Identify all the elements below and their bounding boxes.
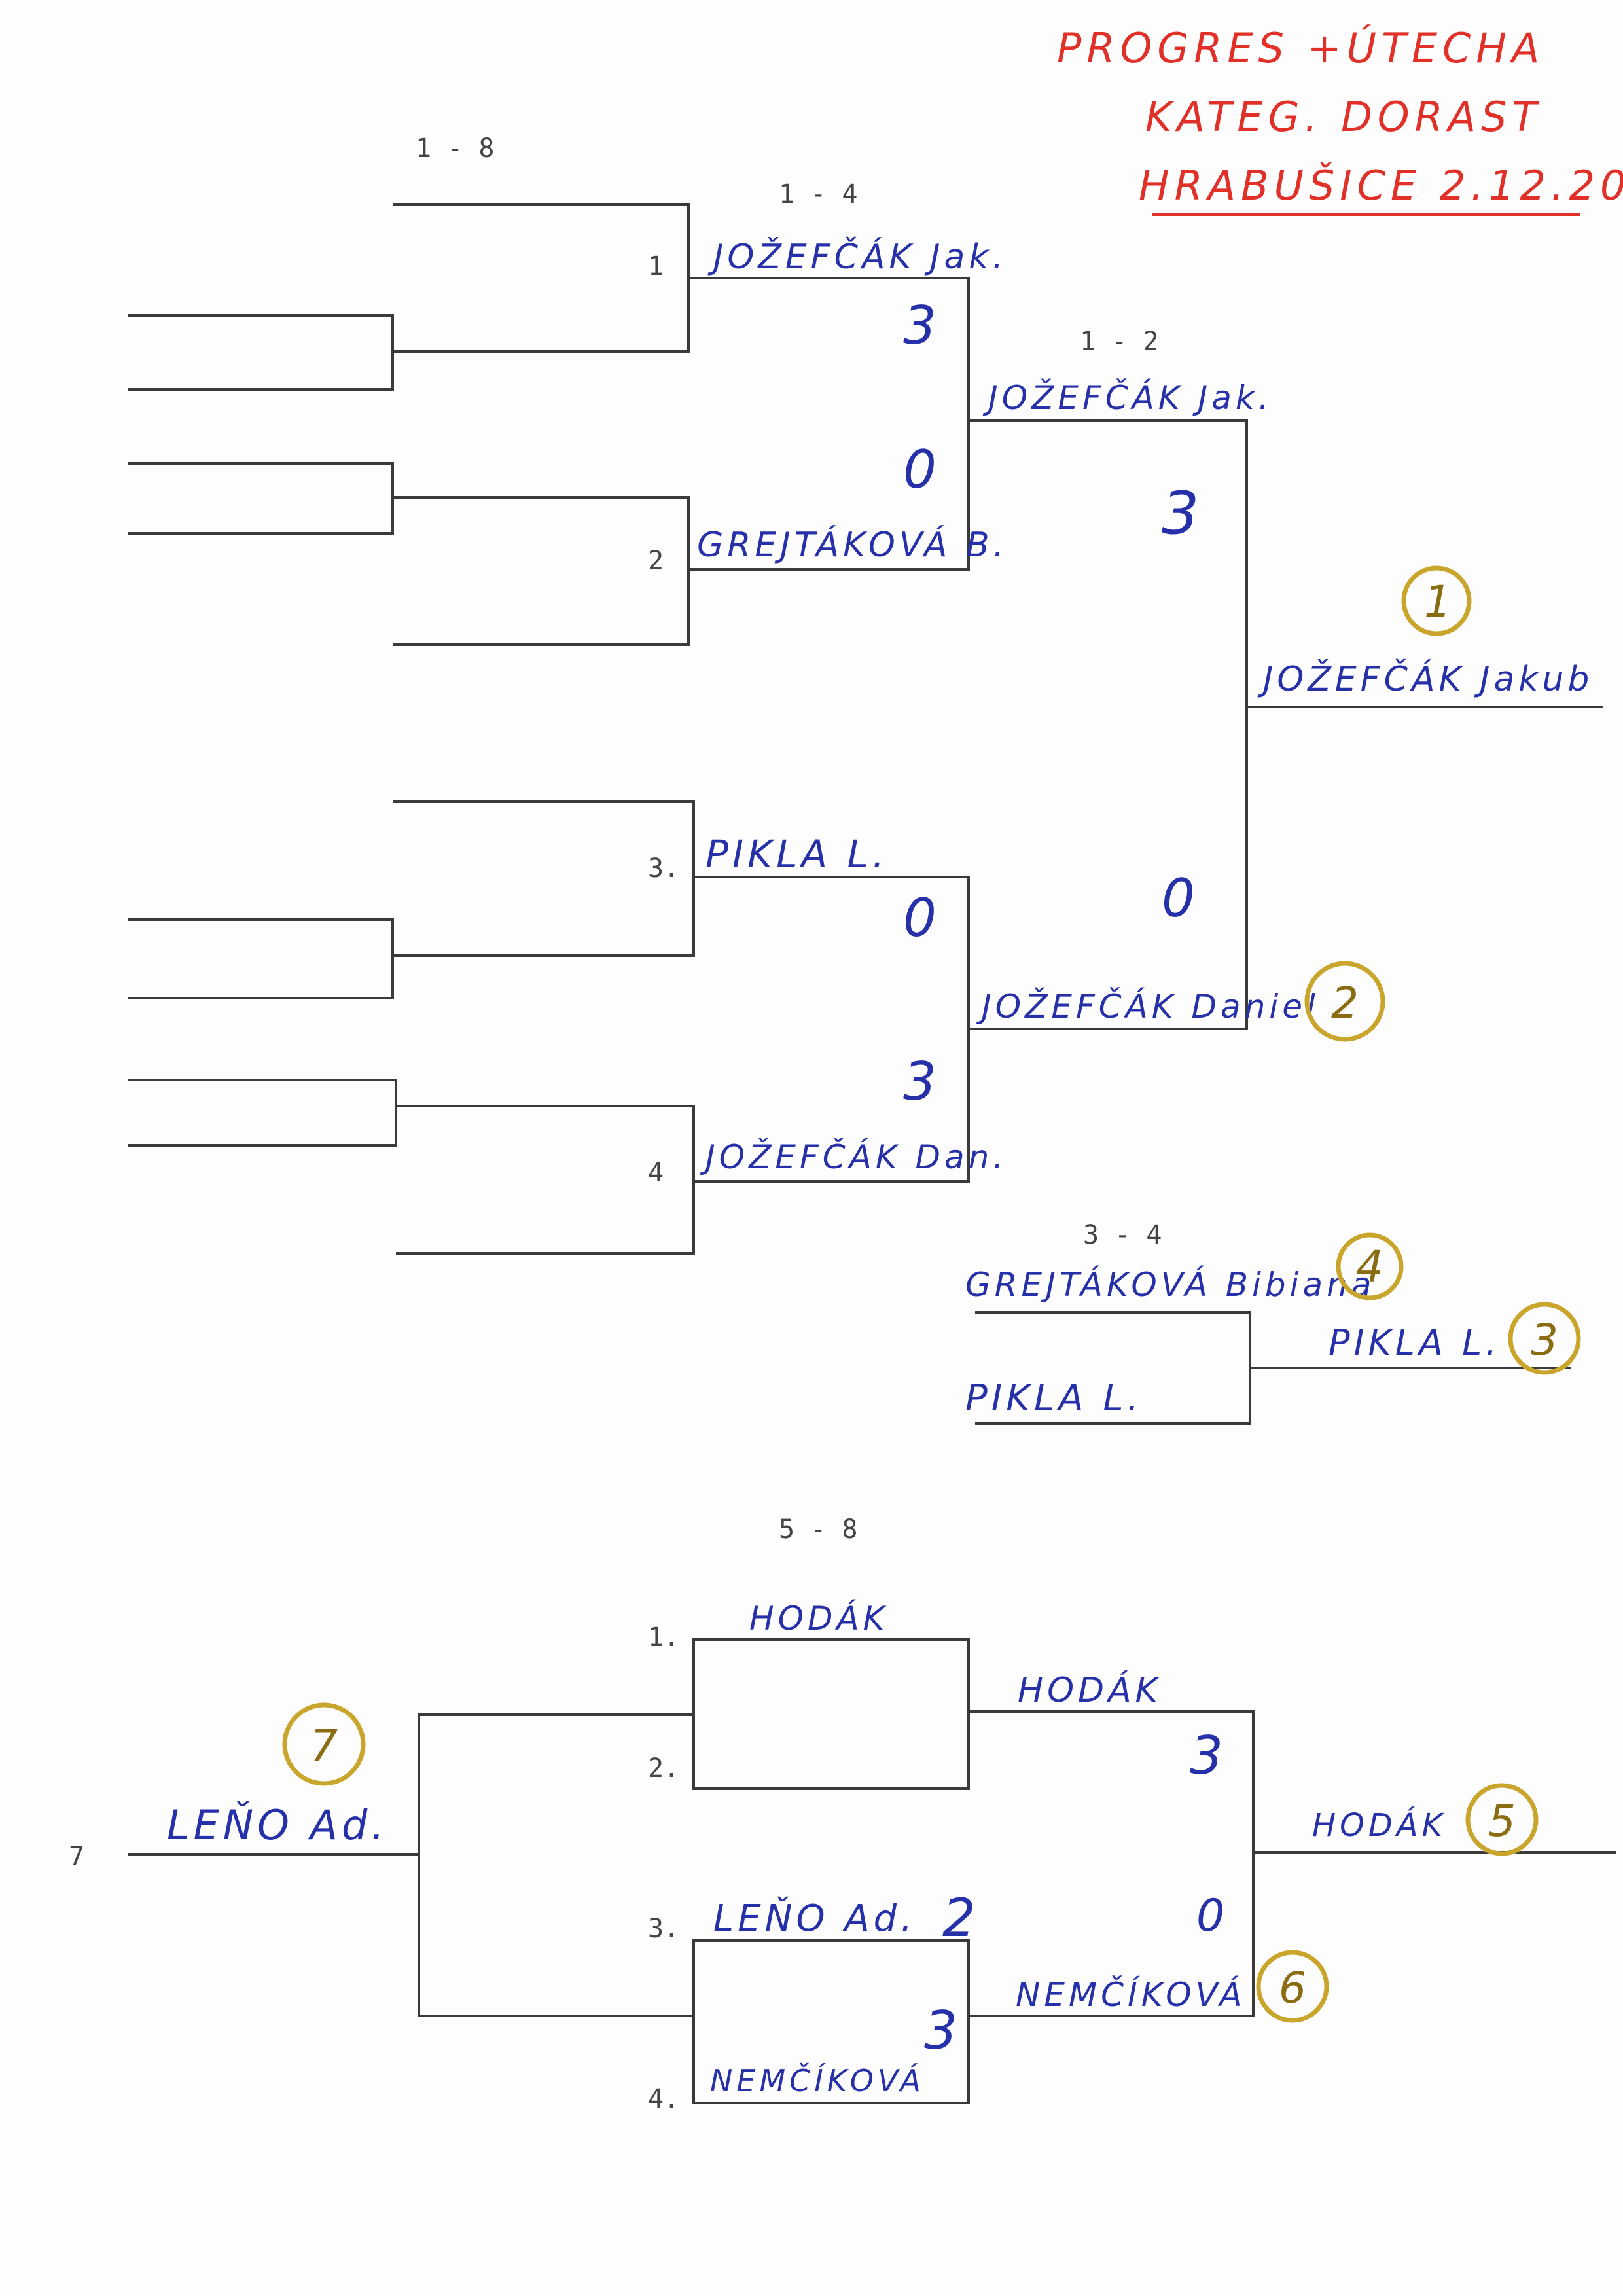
final-player-2: JOŽEFČÁK Daniel — [976, 987, 1319, 1026]
placement-badge-7: 7 — [282, 1702, 366, 1786]
slot-number-4: 4 — [648, 1158, 664, 1188]
round-label-1-4: 1 - 4 — [779, 179, 857, 209]
svg-text:3: 3 — [1531, 1315, 1558, 1365]
svg-text:2: 2 — [1331, 978, 1359, 1028]
bracket-lines — [128, 203, 1616, 2104]
round-label-1-8: 1 - 8 — [416, 134, 494, 164]
placement-badge-3: 3 — [1508, 1302, 1581, 1375]
consolation-r2-score-1: 3 — [1190, 1725, 1227, 1786]
placement-badge-6: 6 — [1256, 1950, 1329, 2023]
consolation-r2-player-1: HODÁK — [1018, 1670, 1162, 1710]
svg-text:1: 1 — [1424, 577, 1452, 627]
qf1-player: JOŽEFČÁK Jak. — [707, 236, 1007, 277]
header-line-2: KATEG. DORAST — [1145, 93, 1542, 141]
round-label-3-4: 3 - 4 — [1083, 1220, 1162, 1250]
header-line-3: HRABUŠICE 2.12.2023 — [1139, 162, 1623, 209]
placement-badge-1: 1 — [1401, 565, 1472, 636]
svg-text:7: 7 — [310, 1721, 338, 1771]
third-place-player-1: GREJTÁKOVÁ Bibiana — [965, 1265, 1375, 1304]
qf1-score: 3 — [903, 295, 940, 356]
consolation-winner: HODÁK — [1312, 1806, 1446, 1844]
third-place-player-2: PIKLA L. — [965, 1377, 1143, 1420]
qf2-score: 0 — [903, 439, 940, 500]
qf4-player: JOŽEFČÁK Dan. — [700, 1138, 1007, 1176]
consolation-r2-player-2: NEMČÍKOVÁ — [1016, 1975, 1246, 2014]
placement-badge-2: 2 — [1304, 961, 1385, 1042]
final-player-1: JOŽEFČÁK Jak. — [982, 378, 1273, 417]
consolation-r1-score-3: 2 — [942, 1888, 980, 1948]
consolation-round-label: 5 - 8 — [779, 1515, 857, 1545]
consolation-r1-player-3: LEŇO Ad. — [713, 1897, 916, 1940]
final-score-1: 3 — [1162, 479, 1203, 548]
winner-name: JOŽEFČÁK Jakub — [1257, 658, 1593, 699]
qf3-score: 0 — [903, 888, 940, 948]
qf2-player: GREJTÁKOVÁ B. — [697, 525, 1008, 565]
third-place-winner: PIKLA L. — [1329, 1322, 1501, 1363]
placement-badge-5: 5 — [1465, 1783, 1539, 1856]
svg-text:6: 6 — [1279, 1963, 1306, 2013]
placement-badge-4: 4 — [1336, 1232, 1404, 1300]
consolation-left-number: 7 — [69, 1842, 84, 1872]
consolation-r1-score-4: 3 — [924, 2000, 961, 2061]
slot-number-2: 2 — [648, 546, 664, 576]
consolation-slot-3: 3. — [648, 1914, 679, 1944]
consolation-r1-player-4: NEMČÍKOVÁ — [710, 2062, 925, 2098]
slot-number-3: 3. — [648, 853, 679, 884]
consolation-slot-1: 1. — [648, 1623, 679, 1653]
final-score-2: 0 — [1162, 868, 1199, 929]
svg-text:4: 4 — [1356, 1242, 1383, 1292]
consolation-r2-score-2: 0 — [1196, 1890, 1228, 1942]
svg-text:5: 5 — [1488, 1796, 1516, 1846]
consolation-slot-4: 4. — [648, 2084, 679, 2114]
slot-number-1: 1 — [648, 251, 664, 281]
consolation-left-player: LEŇO Ad. — [167, 1801, 388, 1849]
consolation-r1-player-1: HODÁK — [749, 1599, 888, 1638]
consolation-slot-2: 2. — [648, 1753, 679, 1784]
round-label-1-2: 1 - 2 — [1080, 327, 1158, 357]
qf3-player: PIKLA L. — [705, 832, 888, 876]
header-line-1: PROGRES +ÚTECHA — [1057, 24, 1544, 72]
qf4-score: 3 — [903, 1051, 940, 1112]
